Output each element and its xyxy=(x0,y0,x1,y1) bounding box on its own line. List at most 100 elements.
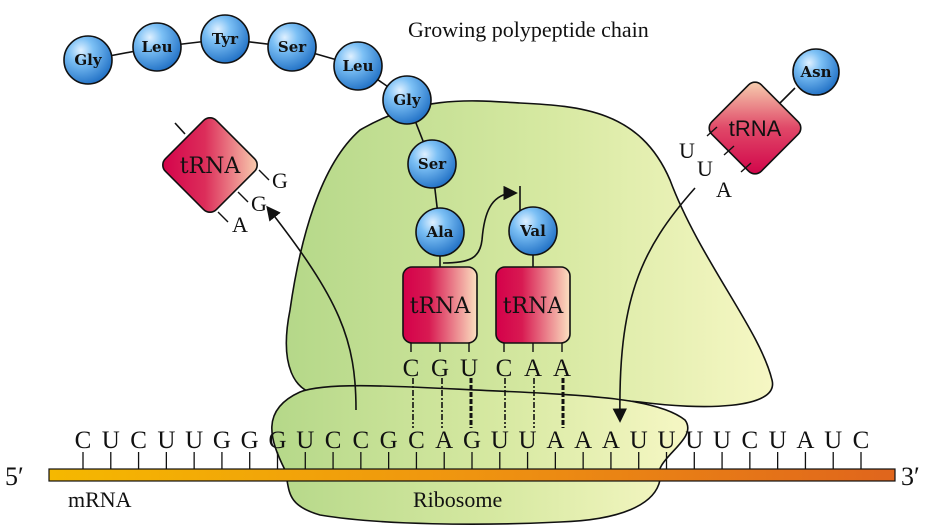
mrna-base-letter: C xyxy=(130,427,147,454)
mrna-base: C xyxy=(353,427,370,469)
mrna-base-letter: U xyxy=(102,427,120,454)
anticodon-base: A xyxy=(553,355,571,382)
mrna-base: U xyxy=(296,427,314,469)
anticodon-base: U xyxy=(460,355,478,382)
diagram-title: Growing polypeptide chain xyxy=(408,17,649,42)
mrna-base: G xyxy=(268,427,287,469)
mrna-base-letter: U xyxy=(713,427,731,454)
mrna-base: A xyxy=(574,427,592,469)
mrna-base: U xyxy=(185,427,203,469)
mrna-base: U xyxy=(824,427,842,469)
amino-acid-label: Gly xyxy=(393,91,422,109)
mrna-base-letter: U xyxy=(824,427,842,454)
anticodon-base: U xyxy=(697,156,713,181)
mrna-base: U xyxy=(713,427,731,469)
amino-acid-tyr: Tyr xyxy=(200,14,250,64)
mrna-base: G xyxy=(380,427,398,469)
mrna-base-letter: G xyxy=(213,427,231,454)
mrna-base-letter: U xyxy=(769,427,787,454)
trna-exit-arrow xyxy=(266,205,357,411)
amino-acid-label: Ala xyxy=(425,223,453,241)
trna-label: tRNA xyxy=(180,154,242,179)
mrna-base-letter: U xyxy=(157,427,175,454)
mrna-base: C xyxy=(408,427,425,469)
mrna-base-letter: A xyxy=(796,427,814,454)
mrna-base-letter: U xyxy=(185,427,203,454)
amino-acid-label: Asn xyxy=(800,63,832,81)
amino-acid-label: Ser xyxy=(418,155,447,173)
mrna-base: C xyxy=(325,427,342,469)
mrna-base-letter: A xyxy=(546,427,564,454)
trna-entry-arrow xyxy=(612,187,696,423)
base-pairing-bonds xyxy=(412,378,565,428)
mrna-base: G xyxy=(463,427,481,469)
trna-body xyxy=(162,117,258,213)
amino-acid-gly: Gly xyxy=(382,75,432,125)
three-prime-label: 3′ xyxy=(901,462,920,491)
mrna-base-letter: U xyxy=(685,427,703,454)
anticodon-base: G xyxy=(431,355,449,382)
mrna-base: G xyxy=(241,427,259,469)
mrna-base: U xyxy=(157,427,175,469)
anticodon-base: A xyxy=(716,177,732,202)
mrna-strand xyxy=(48,468,896,482)
mrna-base-letter: U xyxy=(657,427,675,454)
amino-acid-ala: Ala xyxy=(415,207,465,257)
mrna-base: A xyxy=(546,427,564,469)
mrna-label: mRNA xyxy=(68,487,132,512)
amino-acid-label: Leu xyxy=(343,57,374,75)
mrna-base-letter: G xyxy=(380,427,398,454)
trna-label: tRNA xyxy=(729,116,782,141)
mrna-base: C xyxy=(75,427,91,469)
amino-acid-label: Gly xyxy=(74,51,103,69)
amino-acid-ser: Ser xyxy=(267,22,317,72)
amino-acid-leu: Leu xyxy=(333,41,383,91)
amino-acid-label: Leu xyxy=(142,38,173,56)
mrna-base: U xyxy=(630,427,648,469)
mrna-base-letter: U xyxy=(519,427,537,454)
anticodon-base: C xyxy=(403,355,420,382)
mrna-base: U xyxy=(657,427,676,469)
mrna-base-letter: A xyxy=(435,427,453,454)
five-prime-label: 5′ xyxy=(5,462,24,491)
amino-acid-label: Val xyxy=(519,222,546,240)
anticodon-base: G xyxy=(251,191,267,216)
mrna-base-letter: A xyxy=(574,427,592,454)
peptide-transfer-arrow xyxy=(442,185,518,264)
trna-incoming: Asn tRNA UUA xyxy=(679,48,840,202)
mrna-base-letter: G xyxy=(268,427,286,454)
mrna-base-letter: G xyxy=(463,427,481,454)
mrna-base: U xyxy=(519,427,537,469)
anticodon-base: A xyxy=(232,212,248,237)
mrna-base: U xyxy=(685,427,703,469)
mrna-base-letter: C xyxy=(325,427,342,454)
amino-acid-val: Val xyxy=(508,206,558,256)
amino-acid-label: Tyr xyxy=(212,30,239,48)
trna-label: tRNA xyxy=(503,294,565,319)
mrna-base: A xyxy=(796,427,814,469)
mrna-base-letter: U xyxy=(491,427,509,454)
mrna-base: A xyxy=(602,427,620,469)
mrna-base: G xyxy=(213,427,231,469)
amino-acid-leu: Leu xyxy=(132,22,182,72)
mrna-base-letter: C xyxy=(353,427,370,454)
trna-body xyxy=(708,81,802,175)
mrna-base: U xyxy=(102,427,120,469)
amino-acid-asn: Asn xyxy=(792,48,840,96)
anticodon-base: U xyxy=(679,138,695,163)
mrna-base: C xyxy=(853,427,869,469)
ribosome-small-subunit xyxy=(271,384,689,525)
anticodon-base: C xyxy=(496,355,513,382)
trna-exiting: tRNA GGA xyxy=(162,117,288,237)
anticodon-base: G xyxy=(272,168,288,193)
mrna-base: U xyxy=(769,427,787,469)
mrna-base: U xyxy=(491,427,509,469)
mrna-base: C xyxy=(742,427,758,469)
amino-acid-gly: Gly xyxy=(63,35,113,85)
anticodon-base: A xyxy=(524,355,542,382)
trna-label: tRNA xyxy=(410,294,472,319)
amino-acid-ser: Ser xyxy=(407,139,457,189)
